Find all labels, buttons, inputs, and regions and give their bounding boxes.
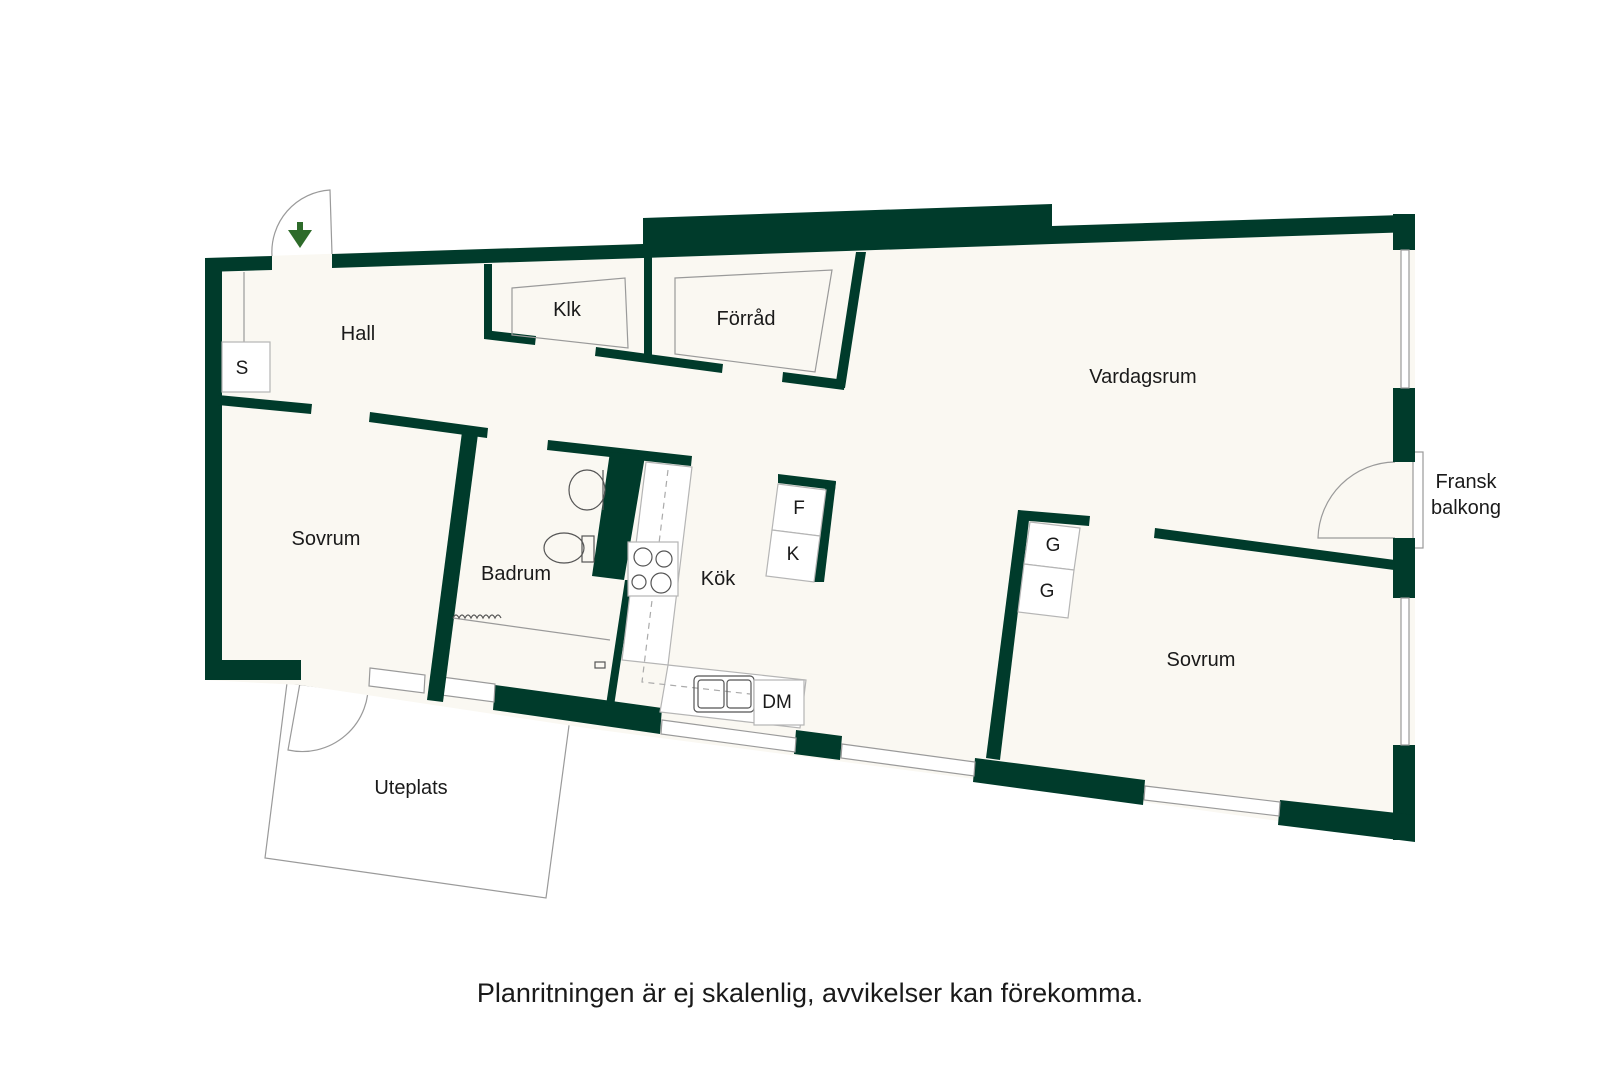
wall-klk-forrad	[644, 256, 652, 356]
stove-burner-4	[650, 572, 672, 594]
wall-bottom-1	[493, 685, 662, 734]
room-label-vardagsrum: Vardagsrum	[1089, 366, 1196, 388]
shower-curtain-icon	[452, 614, 502, 620]
fixture-label-g1: G	[1046, 535, 1061, 556]
wall-klk-bottom-left	[484, 330, 536, 345]
room-label-uteplats: Uteplats	[374, 777, 447, 799]
wall-hall-sovrum-1	[218, 395, 312, 414]
window-right-2	[1400, 597, 1410, 746]
kitchen-sink-basin-2	[726, 679, 752, 709]
entrance-door-swing	[271, 189, 333, 257]
wall-top-hall	[332, 244, 643, 268]
wall-right-top	[1393, 214, 1415, 250]
fixture-label-s: S	[236, 358, 249, 379]
forrad-closet	[674, 269, 833, 373]
toilet-tank	[581, 535, 595, 563]
sink-icon	[568, 469, 606, 511]
freezer-box	[765, 529, 821, 583]
wall-shaft	[592, 452, 645, 580]
room-label-balkong: balkong	[1431, 497, 1501, 519]
stove-burner-1	[633, 547, 653, 567]
fixture-label-k: K	[787, 544, 800, 565]
patio-door-swing	[287, 679, 369, 753]
wall-bottom-4	[1278, 800, 1415, 842]
dishwasher-box	[753, 679, 805, 726]
window-bottom-5	[1143, 785, 1281, 817]
wall-badrum-top	[547, 440, 692, 466]
wall-badrum-kok	[606, 580, 633, 706]
wall-klk-left	[484, 264, 492, 336]
kitchen-sink-basin-1	[697, 679, 725, 709]
stove-burner-3	[631, 574, 647, 590]
wall-forrad-bottom	[782, 372, 845, 390]
room-label-kok: Kök	[701, 568, 736, 590]
wardrobe-box-2	[1017, 563, 1075, 619]
room-label-sovrum-right: Sovrum	[1167, 649, 1236, 671]
wall-top-block	[643, 204, 1415, 258]
fixture-label-g2: G	[1040, 581, 1055, 602]
wall-sovrum-right-top	[1018, 510, 1090, 526]
disclaimer-text: Planritningen är ej skalenlig, avvikelse…	[476, 978, 1144, 1008]
s-cabinet	[221, 341, 271, 393]
window-bottom-1	[368, 667, 426, 694]
stove-burner-2	[655, 550, 673, 568]
wall-left	[205, 258, 222, 680]
kitchen-dash	[641, 469, 751, 695]
window-bottom-4	[840, 743, 976, 777]
window-bottom-3	[660, 719, 797, 753]
wall-left-bottom	[205, 660, 301, 680]
room-label-forrad: Förråd	[717, 308, 776, 330]
toilet-icon	[543, 532, 585, 564]
wall-right-mid2	[1393, 538, 1415, 598]
balcony-door-swing	[1317, 461, 1396, 539]
wall-right-mid	[1393, 388, 1415, 462]
room-label-hall: Hall	[341, 323, 375, 345]
room-label-fransk: Fransk	[1435, 471, 1497, 493]
entrance-arrow-stem	[297, 222, 303, 232]
klk-closet	[511, 277, 629, 349]
entrance-arrow-icon	[288, 230, 312, 248]
room-label-klk: Klk	[553, 299, 582, 321]
balcony-rail	[1412, 451, 1424, 549]
wall-hall-sovrum-2	[369, 412, 488, 438]
wall-sovrum-badrum	[427, 432, 478, 702]
wall-bottom-2	[794, 730, 842, 760]
room-label-sovrum-left: Sovrum	[292, 528, 361, 550]
wall-sovrum-right-left	[986, 510, 1030, 760]
wall-sovrum-right-top2	[1154, 528, 1395, 570]
window-right-1	[1400, 249, 1410, 389]
fixture-label-dm: DM	[762, 692, 792, 713]
fixture-label-f: F	[793, 498, 805, 519]
room-label-badrum: Badrum	[481, 563, 551, 585]
wall-island-right	[814, 482, 836, 582]
wall-klk-bottom-right	[595, 347, 723, 373]
wall-island-top	[778, 474, 836, 490]
shower-tap-icon	[594, 661, 606, 669]
wall-forrad-right	[835, 252, 866, 388]
shower-line	[452, 617, 611, 641]
wall-bottom-3	[973, 758, 1145, 805]
